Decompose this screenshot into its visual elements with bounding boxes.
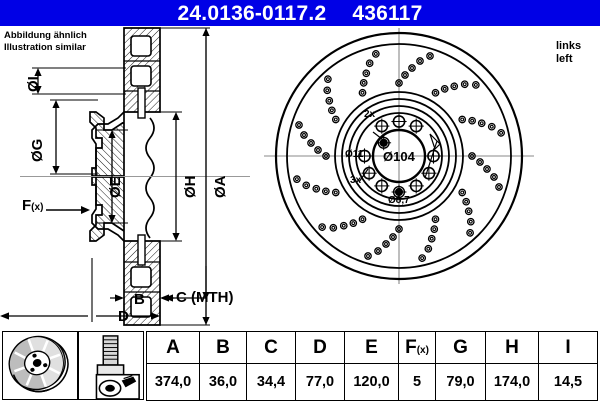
- col-header-c: C: [246, 331, 296, 364]
- label-dia-g: ØG: [29, 138, 46, 162]
- header-bar: 24.0136-0117.2 436117: [0, 0, 600, 26]
- rotor-friction-outer: [286, 43, 512, 269]
- label-bolt-hole-dia: Ø11: [345, 149, 364, 160]
- drawing-svg: [0, 27, 534, 326]
- table-value-row: 374,0 36,0 34,4 77,0 120,0 5 79,0 174,0 …: [146, 363, 598, 401]
- hat-section-top: [89, 111, 125, 177]
- col-header-i: I: [538, 331, 598, 364]
- rotor-friction-inner: [334, 91, 464, 221]
- col-header-h: H: [485, 331, 539, 364]
- label-b: B: [134, 291, 145, 308]
- col-header-b: B: [199, 331, 247, 364]
- rotor-outer-edge: [274, 31, 524, 281]
- value-b: 36,0: [199, 363, 247, 401]
- spray-can-icon: [95, 373, 140, 400]
- hat-mid-circle: [348, 105, 450, 207]
- face-view: [264, 28, 534, 284]
- label-dia-i: ØI: [25, 76, 42, 92]
- bottom-strip: A B C D E F(x) G H I 374,0 36,0 34,4 77,…: [0, 331, 600, 401]
- side-note-en: left: [556, 53, 573, 65]
- rotor-ring-top: [123, 27, 161, 119]
- value-i: 14,5: [538, 363, 598, 401]
- illustration-note-de: Abbildung ähnlich: [4, 30, 87, 41]
- value-e: 120,0: [344, 363, 399, 401]
- label-bolt-hole-count: 3x: [350, 175, 362, 186]
- col-header-d: D: [295, 331, 345, 364]
- part-number: 24.0136-0117.2: [177, 1, 327, 25]
- pin-holes: [375, 134, 408, 201]
- col-header-e: E: [344, 331, 399, 364]
- dim-og: [50, 99, 98, 175]
- col-header-a: A: [146, 331, 200, 364]
- dim-fx-arrow: [46, 206, 90, 214]
- vane-profile: [145, 117, 155, 239]
- value-a: 374,0: [146, 363, 200, 401]
- bolt-icon: [78, 331, 144, 400]
- dim-oe: [96, 129, 128, 224]
- value-g: 79,0: [435, 363, 486, 401]
- article-number: 436117: [352, 1, 423, 25]
- dimension-table: A B C D E F(x) G H I 374,0 36,0 34,4 77,…: [146, 331, 598, 401]
- brake-disc-icon: [2, 331, 78, 400]
- rotor-ring-bottom: [123, 234, 161, 326]
- cross-section-view: [0, 27, 250, 326]
- label-dia-e: ØE: [107, 176, 124, 198]
- value-fx: 5: [398, 363, 436, 401]
- dim-oh: [160, 111, 182, 242]
- label-c-mth: C (MTH): [176, 289, 234, 306]
- col-header-fx: F(x): [398, 331, 436, 364]
- table-header-row: A B C D E F(x) G H I: [146, 331, 598, 364]
- side-note-de: links: [556, 40, 582, 52]
- value-c: 34,4: [246, 363, 296, 401]
- label-dia-h: ØH: [182, 175, 199, 199]
- illustration-note: Abbildung ähnlich Illustration similar: [4, 30, 154, 53]
- label-pin-hole-dia: Ø8,7: [388, 195, 410, 206]
- drawing-area: ØI ØG ØE ØH ØA F(x) B C (MTH) D Ø104 Ø11…: [0, 26, 600, 331]
- hat-outer-circle: [341, 98, 457, 214]
- illustration-note-en: Illustration similar: [4, 41, 86, 53]
- label-d: D: [118, 308, 129, 325]
- value-d: 77,0: [295, 363, 345, 401]
- col-header-g: G: [435, 331, 486, 364]
- dim-bottom-group: [0, 258, 210, 322]
- label-dia-a: ØA: [212, 175, 229, 199]
- bolt-glyph: [96, 335, 125, 376]
- label-fx: F(x): [22, 197, 44, 214]
- side-note: links left: [556, 40, 581, 66]
- callout-leaders: [358, 131, 441, 183]
- label-center-bore: Ø104: [383, 149, 415, 164]
- center-bore-circle: [371, 128, 427, 184]
- dim-oi: [32, 67, 126, 95]
- label-pin-hole-count: 2x: [364, 109, 376, 120]
- value-h: 174,0: [485, 363, 539, 401]
